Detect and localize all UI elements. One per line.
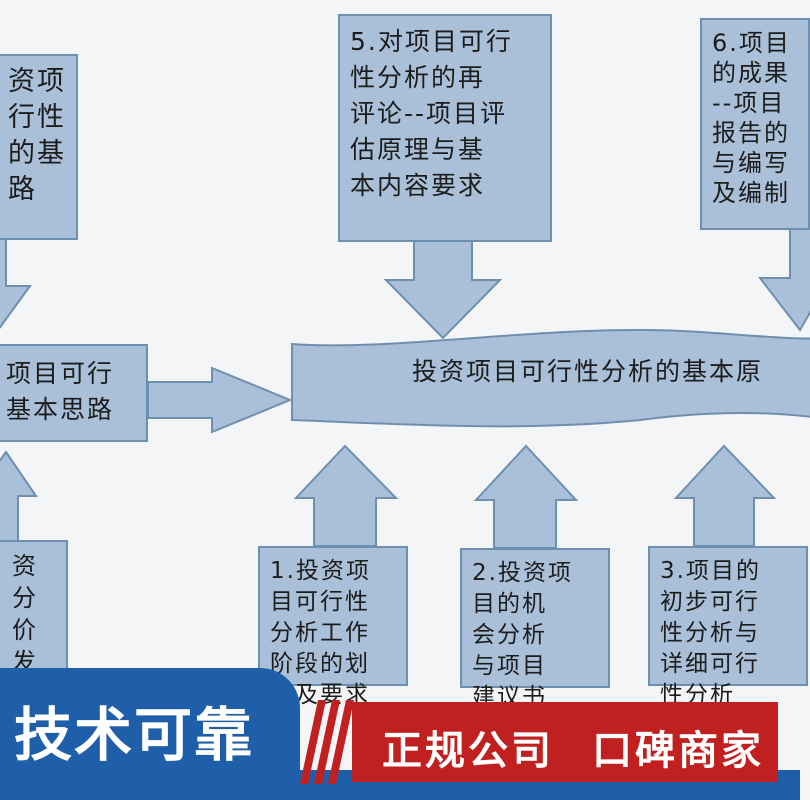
arrow-up-bottom-left bbox=[0, 450, 38, 545]
box-top-middle: 5.对项目可行 性分析的再 评论--项目评 估原理与基 本内容要求 bbox=[338, 14, 552, 242]
box-top-right: 6.项目 的成果 --项目 报告的 与编写 及编制 bbox=[700, 18, 810, 230]
center-band-shape bbox=[291, 328, 810, 428]
banner-tag-2: 口碑商家 bbox=[592, 728, 764, 774]
box-bottom-2: 2.投资项 目的机 会分析 与项目 建议书 bbox=[460, 548, 610, 710]
box-middle-left: 项目可行 基本思路 bbox=[0, 344, 148, 442]
arrow-up-bottom-3 bbox=[673, 444, 777, 547]
center-title: 投资项目可行性分析的基本原 bbox=[412, 357, 764, 386]
banner-title-panel bbox=[0, 668, 300, 800]
box-top-left: 资项 行性 的基 路 bbox=[0, 54, 78, 240]
banner-tag-1: 正规公司 bbox=[382, 728, 554, 774]
arrow-down-top-middle bbox=[383, 239, 503, 340]
banner-tag-panel bbox=[352, 702, 778, 782]
banner-title: 技术可靠 bbox=[14, 701, 255, 769]
box-bottom-3: 3.项目的 初步可行 性分析与 详细可行 性分析 bbox=[648, 546, 808, 708]
banner-slashes bbox=[300, 700, 354, 784]
arrow-right-middle-left bbox=[147, 366, 293, 434]
arrow-up-bottom-1 bbox=[293, 444, 399, 547]
arrow-down-top-left bbox=[0, 235, 32, 329]
box-bottom-1: 1.投资项 目可行性 分析工作 阶段的划 分及要求 bbox=[258, 546, 408, 708]
box-bottom-left: 资 分 价 发 bbox=[0, 540, 68, 680]
arrow-up-bottom-2 bbox=[473, 444, 579, 549]
arrow-down-top-right bbox=[757, 227, 810, 332]
